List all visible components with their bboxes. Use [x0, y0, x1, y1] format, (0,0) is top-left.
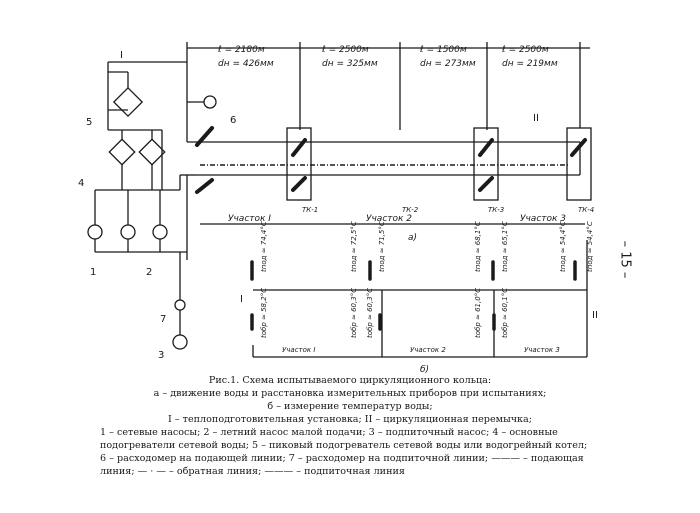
temperature-reading: tпод ≈ 68,1°С	[474, 221, 482, 272]
temperature-reading: tпод ≈ 65,1°С	[501, 221, 509, 272]
caption-line: линия; — · — – обратная линия; ——— – под…	[100, 466, 405, 477]
component-number: 2	[146, 267, 152, 278]
component-number: 3	[158, 350, 164, 361]
temperature-reading: tпод ≈ 74,4°С	[260, 221, 268, 272]
section-label: Участок 2	[366, 214, 412, 224]
temperature-reading: tпод ≈ 54,4°С	[586, 221, 594, 272]
section-label: Участок 3	[524, 346, 560, 354]
component-number: 5	[86, 117, 92, 128]
temperature-reading: tобр ≈ 60,3°С	[366, 288, 374, 338]
plant-label: I	[240, 294, 243, 305]
panel-a-label: а)	[408, 233, 417, 243]
temperature-reading: tпод ≈ 54,4°С	[559, 221, 567, 272]
loop-label: II	[592, 310, 598, 321]
chamber-label: ТК-3	[488, 206, 504, 214]
section-label: Участок I	[282, 346, 315, 354]
caption-line: а – движение воды и расстановка измерите…	[153, 388, 547, 399]
temperature-reading: tпод ≈ 72,5°С	[350, 221, 358, 272]
page-number: – 15 –	[617, 240, 633, 279]
segment-length: ℓ = 2500м	[501, 45, 549, 55]
component-number: 1	[90, 267, 96, 278]
temperature-reading: tобр ≈ 58,2°С	[260, 288, 268, 338]
chamber-label: ТК-2	[402, 206, 419, 214]
segment-length: ℓ = 2180м	[217, 45, 265, 55]
chamber-label: ТК-4	[578, 206, 594, 214]
caption-line: подогреватели сетевой воды; 5 – пиковый …	[100, 440, 588, 451]
caption-line: 6 – расходомер на подающей линии; 7 – ра…	[100, 453, 584, 464]
figure-caption: Рис.1. Схема испытываемого циркуляционно…	[100, 374, 600, 478]
segment-length: ℓ = 1500м	[419, 45, 467, 55]
section-label: Участок 3	[520, 214, 566, 224]
section-label: Участок I	[228, 214, 271, 224]
loop-label: II	[533, 113, 539, 124]
plant-label: I	[120, 50, 123, 61]
segment-diameter: dн = 219мм	[502, 59, 558, 69]
component-number: 4	[78, 178, 84, 189]
segment-diameter: dн = 325мм	[322, 59, 378, 69]
segment-diameter: dн = 273мм	[420, 59, 476, 69]
component-number: 7	[160, 314, 166, 325]
temperature-reading: tпод ≈ 71,5°С	[378, 221, 386, 272]
segment-diameter: dн = 426мм	[218, 59, 274, 69]
panel-b-label: б)	[420, 365, 429, 375]
temperature-reading: tобр ≈ 60,3°С	[350, 288, 358, 338]
caption-line: 1 – сетевые насосы; 2 – летний насос мал…	[100, 427, 558, 438]
caption-line: I – теплоподготовительная установка; II …	[167, 414, 533, 425]
temperature-reading: tобр ≈ 60,1°С	[501, 288, 509, 338]
chamber-label: ТК-1	[302, 206, 318, 214]
section-label: Участок 2	[410, 346, 446, 354]
component-number: 6	[230, 115, 236, 126]
segment-length: ℓ = 2500м	[321, 45, 369, 55]
caption-title: Рис.1. Схема испытываемого циркуляционно…	[208, 375, 492, 386]
caption-line: б – измерение температур воды;	[267, 401, 433, 412]
temperature-reading: tобр ≈ 61,0°С	[474, 288, 482, 338]
